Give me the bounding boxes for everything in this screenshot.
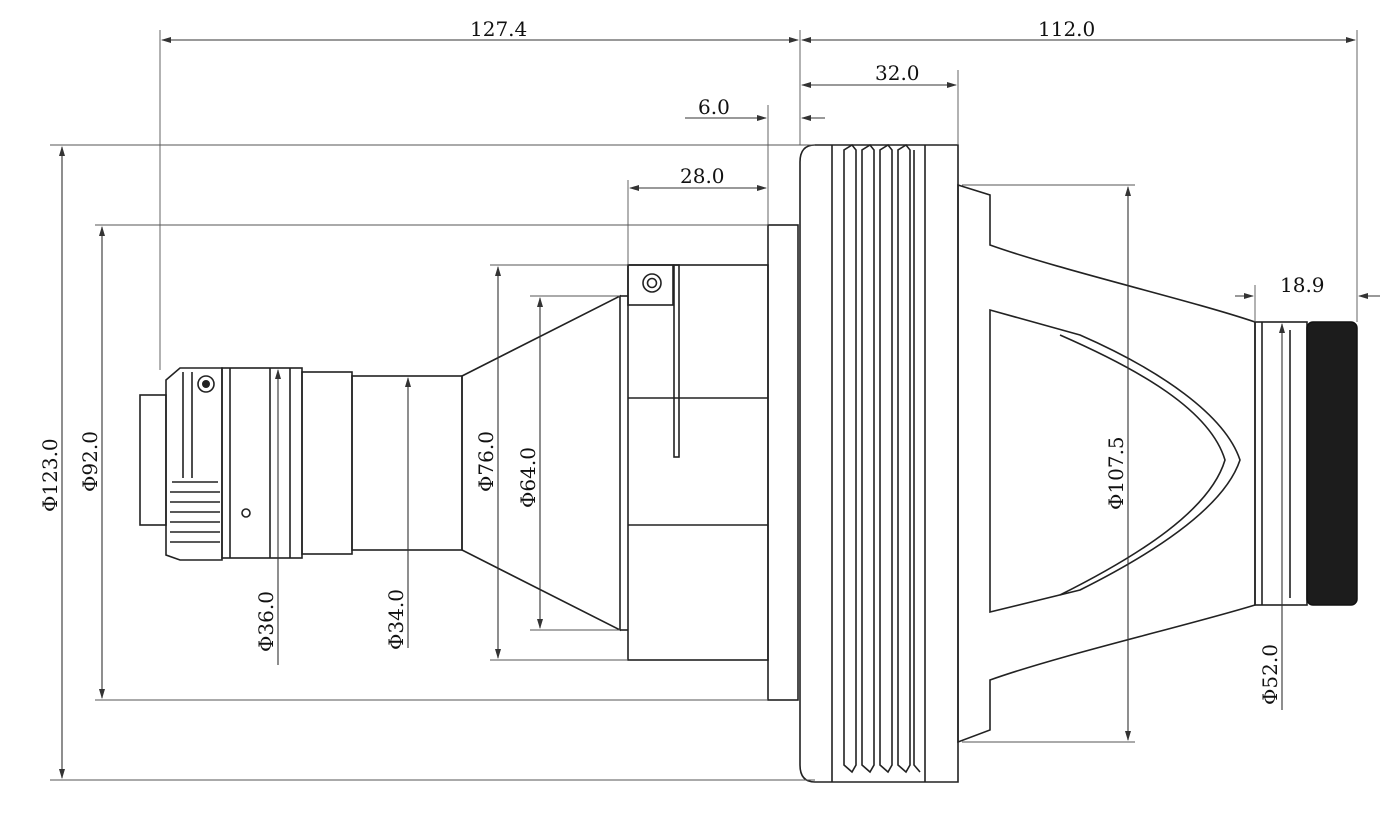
mid-housing bbox=[627, 264, 769, 661]
threaded-mount-ring bbox=[1306, 321, 1358, 606]
mount-screw-icon bbox=[642, 273, 662, 293]
rear-cap bbox=[139, 394, 167, 526]
dim-label-dia-36: Φ36.0 bbox=[254, 591, 278, 652]
extension-lines bbox=[50, 30, 1358, 781]
focus-ring bbox=[165, 367, 223, 561]
dim-label-6-0: 6.0 bbox=[698, 95, 730, 119]
locking-screw-icon bbox=[197, 375, 215, 393]
mount-barrel bbox=[1254, 321, 1308, 606]
dim-label-dia-92: Φ92.0 bbox=[78, 431, 102, 492]
dim-label-dia-123: Φ123.0 bbox=[38, 438, 62, 512]
dim-label-127-4: 127.4 bbox=[470, 17, 527, 41]
dim-label-dia-52: Φ52.0 bbox=[1258, 644, 1282, 705]
flange bbox=[799, 144, 959, 783]
dim-label-dia-64: Φ64.0 bbox=[516, 447, 540, 508]
barrel-section-1 bbox=[301, 371, 353, 555]
dimension-lines bbox=[59, 37, 1380, 779]
dimension-labels: 127.4 112.0 32.0 6.0 28.0 18.9 Φ123.0 Φ9… bbox=[38, 17, 1325, 705]
step-plate bbox=[767, 224, 799, 701]
dim-label-dia-34: Φ34.0 bbox=[384, 589, 408, 650]
dim-label-28-0: 28.0 bbox=[680, 164, 725, 188]
dim-label-112-0: 112.0 bbox=[1038, 17, 1095, 41]
dim-label-dia-76: Φ76.0 bbox=[474, 431, 498, 492]
dim-label-32-0: 32.0 bbox=[875, 61, 920, 85]
barrel-section-2 bbox=[351, 375, 463, 551]
dim-label-18-9: 18.9 bbox=[1280, 273, 1325, 297]
lens-body bbox=[139, 143, 1358, 783]
dim-label-dia-107: Φ107.5 bbox=[1104, 436, 1128, 510]
